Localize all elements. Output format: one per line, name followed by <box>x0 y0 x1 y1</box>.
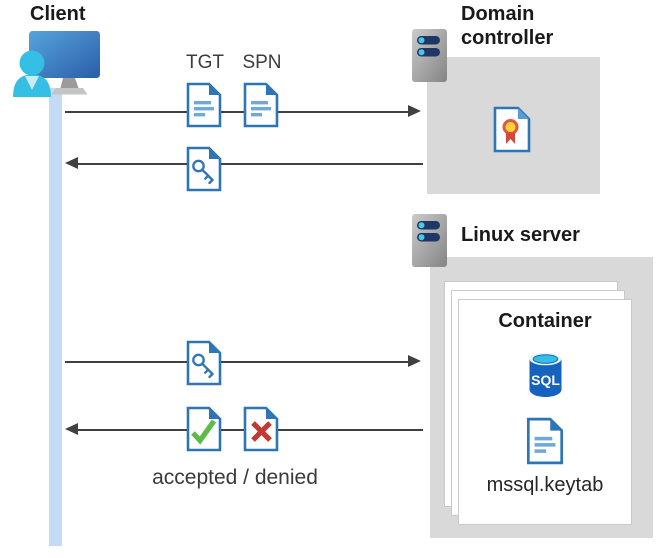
tgt-document-icon <box>185 82 223 128</box>
key-document-icon <box>185 146 223 192</box>
arrow-client-to-dc-head <box>408 105 421 117</box>
arrow-client-to-linux-head <box>408 355 421 367</box>
accepted-document-icon <box>185 406 223 452</box>
arrow-client-to-dc <box>65 111 411 113</box>
sql-database-icon: SQL <box>527 350 564 399</box>
sql-badge-text: SQL <box>531 372 560 388</box>
client-lifeline <box>49 88 62 546</box>
container-card: Container SQL mssql.keytab <box>458 299 632 525</box>
domain-controller-label: Domain controller <box>461 3 554 49</box>
client-icon <box>12 27 104 97</box>
denied-document-icon <box>242 406 280 452</box>
keytab-filename: mssql.keytab <box>486 474 604 496</box>
arrow-linux-to-client-head <box>65 423 78 435</box>
arrow-client-to-linux <box>65 361 411 363</box>
domain-controller-server-icon <box>411 28 448 83</box>
container-label: Container <box>498 310 592 332</box>
linux-server-icon <box>411 213 448 268</box>
linux-server-label: Linux server <box>461 224 580 246</box>
tgt-label: TGT <box>186 52 224 73</box>
certificate-document-icon <box>492 106 532 153</box>
accepted-denied-label: accepted / denied <box>152 466 318 489</box>
spn-document-icon <box>242 82 280 128</box>
spn-label: SPN <box>242 52 282 73</box>
client-label: Client <box>30 3 86 25</box>
key-document-icon-2 <box>185 340 223 386</box>
keytab-document-icon <box>525 417 565 465</box>
arrow-dc-to-client <box>78 163 423 165</box>
arrow-dc-to-client-head <box>65 157 78 169</box>
